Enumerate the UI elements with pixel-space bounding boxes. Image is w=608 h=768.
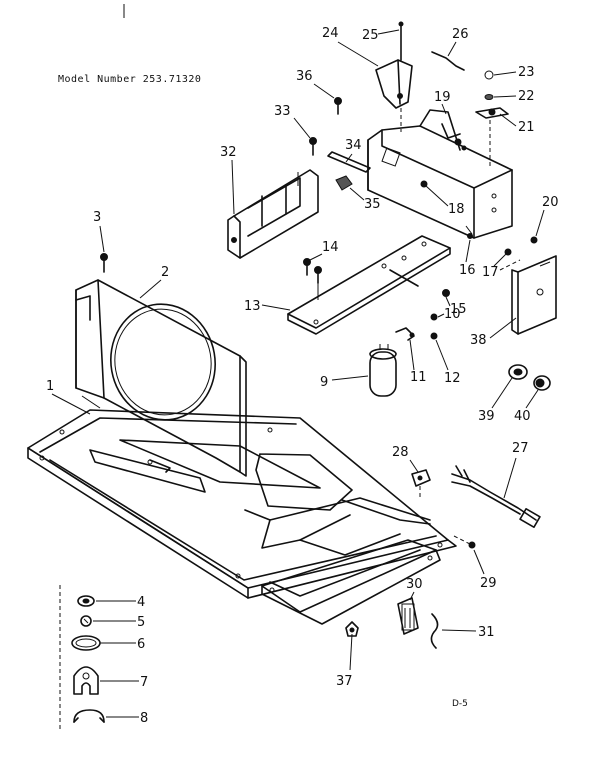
wire-26-drawing bbox=[431, 51, 465, 71]
callout-label: 5 bbox=[137, 615, 145, 630]
callout-label: 31 bbox=[478, 625, 495, 640]
callout-label: 2 bbox=[161, 265, 169, 280]
callout-label: 24 bbox=[322, 26, 339, 41]
callout-label: 28 bbox=[392, 445, 409, 460]
clip-37-drawing bbox=[345, 621, 359, 637]
screw-33-drawing bbox=[309, 137, 317, 156]
hardware-21-23-drawing bbox=[475, 70, 509, 168]
callout-label: 6 bbox=[137, 637, 145, 652]
callout-label: 19 bbox=[434, 90, 451, 105]
block-30-drawing bbox=[397, 597, 419, 635]
gasket-4-icon bbox=[77, 595, 95, 607]
clip-35-drawing bbox=[335, 175, 353, 191]
callout-label: 17 bbox=[482, 265, 499, 280]
base-pan-drawing bbox=[27, 409, 457, 599]
callout-label: 9 bbox=[320, 375, 328, 390]
callout-label: 38 bbox=[470, 333, 487, 348]
small-parts-10-12-drawing bbox=[395, 313, 438, 341]
screws-15-20-drawing bbox=[442, 233, 538, 297]
callout-label: 16 bbox=[459, 263, 476, 278]
callout-label: 1 bbox=[46, 379, 54, 394]
callout-label: 10 bbox=[444, 307, 461, 322]
callout-label: 37 bbox=[336, 674, 353, 689]
callout-label: 29 bbox=[480, 576, 497, 591]
drain-tray-drawing bbox=[261, 535, 476, 625]
callouts: 1 2 3 4 5 6 7 8 9 10 11 12 13 14 15 16 1 bbox=[46, 26, 559, 726]
callout-label: 18 bbox=[448, 202, 465, 217]
washer-5-icon bbox=[80, 615, 92, 627]
callout-label: 15 bbox=[450, 302, 467, 317]
callout-label: 26 bbox=[452, 27, 469, 42]
clip-8-icon bbox=[73, 709, 105, 723]
callout-label: 25 bbox=[362, 28, 379, 43]
callout-label: 14 bbox=[322, 240, 339, 255]
callout-label: 33 bbox=[274, 104, 291, 119]
model-number: Model Number 253.71320 bbox=[58, 74, 201, 85]
bracket-32-drawing bbox=[227, 169, 319, 259]
callout-label: 8 bbox=[140, 711, 148, 726]
callout-label: 35 bbox=[364, 197, 381, 212]
callout-label: 30 bbox=[406, 577, 423, 592]
callout-label: 23 bbox=[518, 65, 535, 80]
callout-label: 13 bbox=[244, 299, 261, 314]
callout-label: 11 bbox=[410, 370, 427, 385]
control-box-drawing bbox=[367, 109, 513, 239]
callout-label: 27 bbox=[512, 441, 529, 456]
callout-label: 36 bbox=[296, 69, 313, 84]
rod-34-drawing bbox=[327, 151, 371, 173]
callout-label: 32 bbox=[220, 145, 237, 160]
screws-14-drawing bbox=[303, 258, 322, 284]
power-cord-drawing bbox=[451, 465, 541, 528]
callout-label: 12 bbox=[444, 371, 461, 386]
wire-31-drawing bbox=[430, 613, 439, 649]
callout-label: 39 bbox=[478, 409, 495, 424]
clamp-28-drawing bbox=[411, 469, 431, 500]
bracket-24-drawing bbox=[375, 21, 413, 132]
mounting-plate-drawing bbox=[287, 235, 451, 335]
callout-label: 34 bbox=[345, 138, 362, 153]
callout-label: 4 bbox=[137, 595, 145, 610]
callout-label: 20 bbox=[542, 195, 559, 210]
bracket-7-icon bbox=[73, 666, 99, 695]
callout-label: 3 bbox=[93, 210, 101, 225]
fan-shroud-drawing bbox=[75, 279, 247, 477]
knob-40-drawing bbox=[533, 375, 551, 391]
screw-36-drawing bbox=[334, 97, 342, 115]
callout-label: 7 bbox=[140, 675, 148, 690]
page-code: D-5 bbox=[452, 699, 468, 709]
screw-3-drawing bbox=[100, 253, 108, 273]
capacitor-drawing bbox=[369, 344, 397, 397]
knob-39-drawing bbox=[508, 364, 528, 380]
callout-label: 40 bbox=[514, 409, 531, 424]
callout-label: 22 bbox=[518, 89, 535, 104]
callout-label: 21 bbox=[518, 120, 535, 135]
legend-inset bbox=[59, 585, 105, 730]
side-bracket-drawing bbox=[499, 255, 557, 335]
